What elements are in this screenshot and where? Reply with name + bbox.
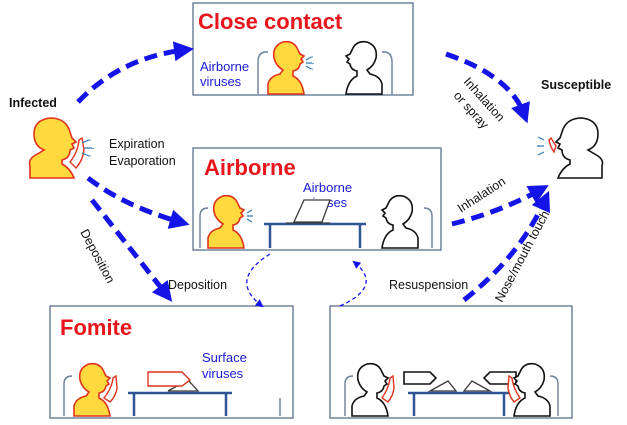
arrow-deposition [246,253,271,308]
arrow-infected-to-airborne [86,176,190,229]
nose-mouth-touch-label: Nose/mouth touch [492,208,552,304]
table-icon [264,222,366,248]
airborne-title: Airborne [204,155,296,180]
table-icon [128,391,232,416]
susceptible-person-close-icon [344,40,383,95]
arrow-infected-to-close-contact [76,41,194,104]
susceptible-person-airborne-icon [380,194,419,249]
laptop-icon [462,380,493,392]
laptop-icon [286,199,331,224]
susceptible-node: Susceptible [537,78,611,179]
chair-right-icon [423,207,433,248]
deposition-diagonal-label: Deposition [77,227,117,286]
person-left-icon [351,362,390,417]
susceptible-hand-icon [548,136,557,154]
arrow-close-contact-to-susceptible [445,51,530,124]
chair-right-icon [382,51,393,94]
hand-icon [102,374,118,403]
infected-label: Infected [9,96,57,110]
chair-left-icon [344,375,354,416]
infected-head-icon [28,117,78,179]
person-right-icon [512,362,551,417]
infected-person-icon [267,40,306,95]
airborne-label-line1: Airborne [303,180,352,195]
arrow-resuspension [339,260,367,307]
resuspension-label: Resuspension [389,278,468,292]
table-icon [408,391,510,416]
infected-hand-icon [69,136,85,170]
droplets-icon [81,139,94,157]
hand-icon [381,374,395,403]
chair-right-icon [549,375,559,416]
chair-left-icon [257,51,268,94]
close-contact-label-line2: viruses [200,74,242,89]
susceptible-label: Susceptible [541,78,611,92]
arrows [76,41,551,308]
arrow-touch-to-susceptible [462,190,551,302]
droplets-icon [246,209,253,223]
hand-left-icon [403,371,438,385]
nose-mouth-touch-panel [329,305,573,419]
fomite-panel: Fomite Surface viruses [49,305,294,419]
touching-hand-icon [147,371,192,387]
close-contact-label-line1: Airborne [200,59,249,74]
chair-left-icon [199,207,209,248]
expiration-label: Expiration [109,137,165,151]
deposition-label: Deposition [168,278,227,292]
fomite-label-line1: Surface [202,350,247,365]
chair-left-icon [63,375,73,416]
droplets-icon [305,56,314,70]
airborne-panel: Airborne Airborne viruses [192,147,442,251]
laptop-icon [427,380,458,392]
close-contact-title: Close contact [198,9,343,34]
fomite-title: Fomite [60,315,132,340]
hand-icon [507,374,521,403]
susceptible-head-icon [554,117,604,179]
infected-node: Infected Expiration Evaporation [9,96,176,179]
incoming-droplets-icon [537,136,545,156]
evaporation-label: Evaporation [109,154,176,168]
infected-person-icon [73,362,112,417]
infected-person-icon [207,194,246,249]
close-contact-panel: Close contact Airborne viruses [192,2,414,96]
fomite-label-line2: viruses [202,366,244,381]
